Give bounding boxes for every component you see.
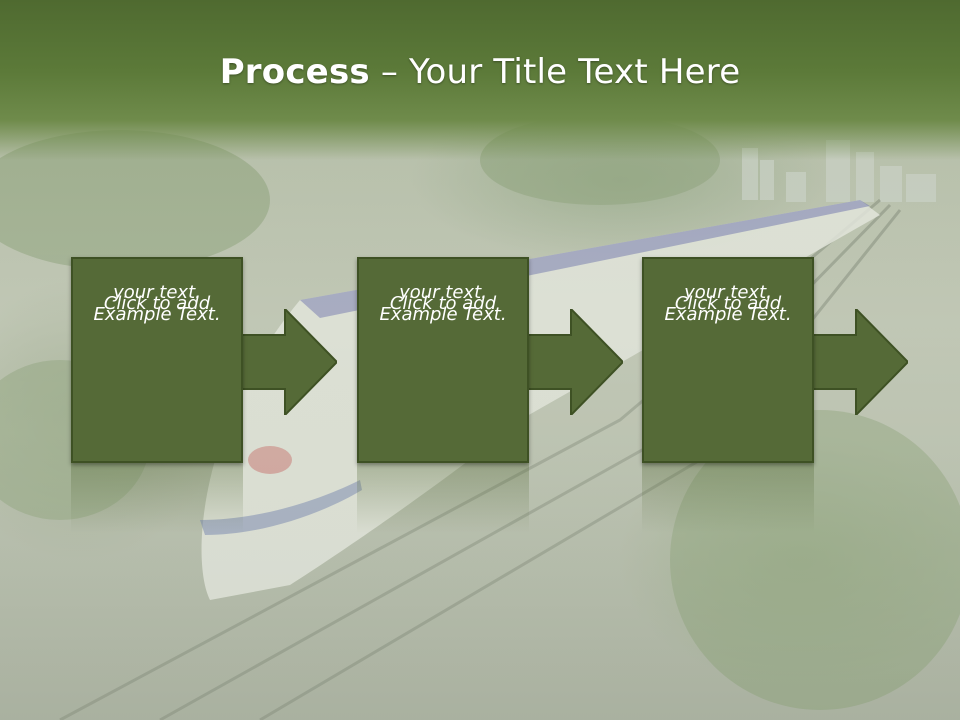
step-text-box[interactable]: Example Text. Click to add your text. [71, 257, 243, 463]
title-rest: – Your Title Text Here [369, 52, 741, 92]
step-reflection [642, 463, 814, 533]
step-text-box[interactable]: Example Text. Click to add your text. [357, 257, 529, 463]
step-text-box[interactable]: Example Text. Click to add your text. [642, 257, 814, 463]
step-line-1: Example Text. [93, 304, 221, 325]
step-line-1: Example Text. [379, 304, 507, 325]
slide-title[interactable]: Process – Your Title Text Here [0, 52, 960, 92]
step-reflection [71, 463, 243, 533]
title-bold: Process [219, 52, 370, 92]
step-line-2: Click to add [103, 293, 211, 314]
step-line-1: Example Text. [664, 304, 792, 325]
arrow-right-icon [241, 309, 337, 415]
step-line-2: Click to add [674, 293, 782, 314]
arrow-right-icon [812, 309, 908, 415]
step-reflection [357, 463, 529, 533]
arrow-right-icon [527, 309, 623, 415]
step-line-3: your text. [684, 282, 772, 303]
step-line-3: your text. [399, 282, 487, 303]
title-bar [0, 0, 960, 160]
step-line-2: Click to add [389, 293, 497, 314]
step-line-3: your text. [113, 282, 201, 303]
